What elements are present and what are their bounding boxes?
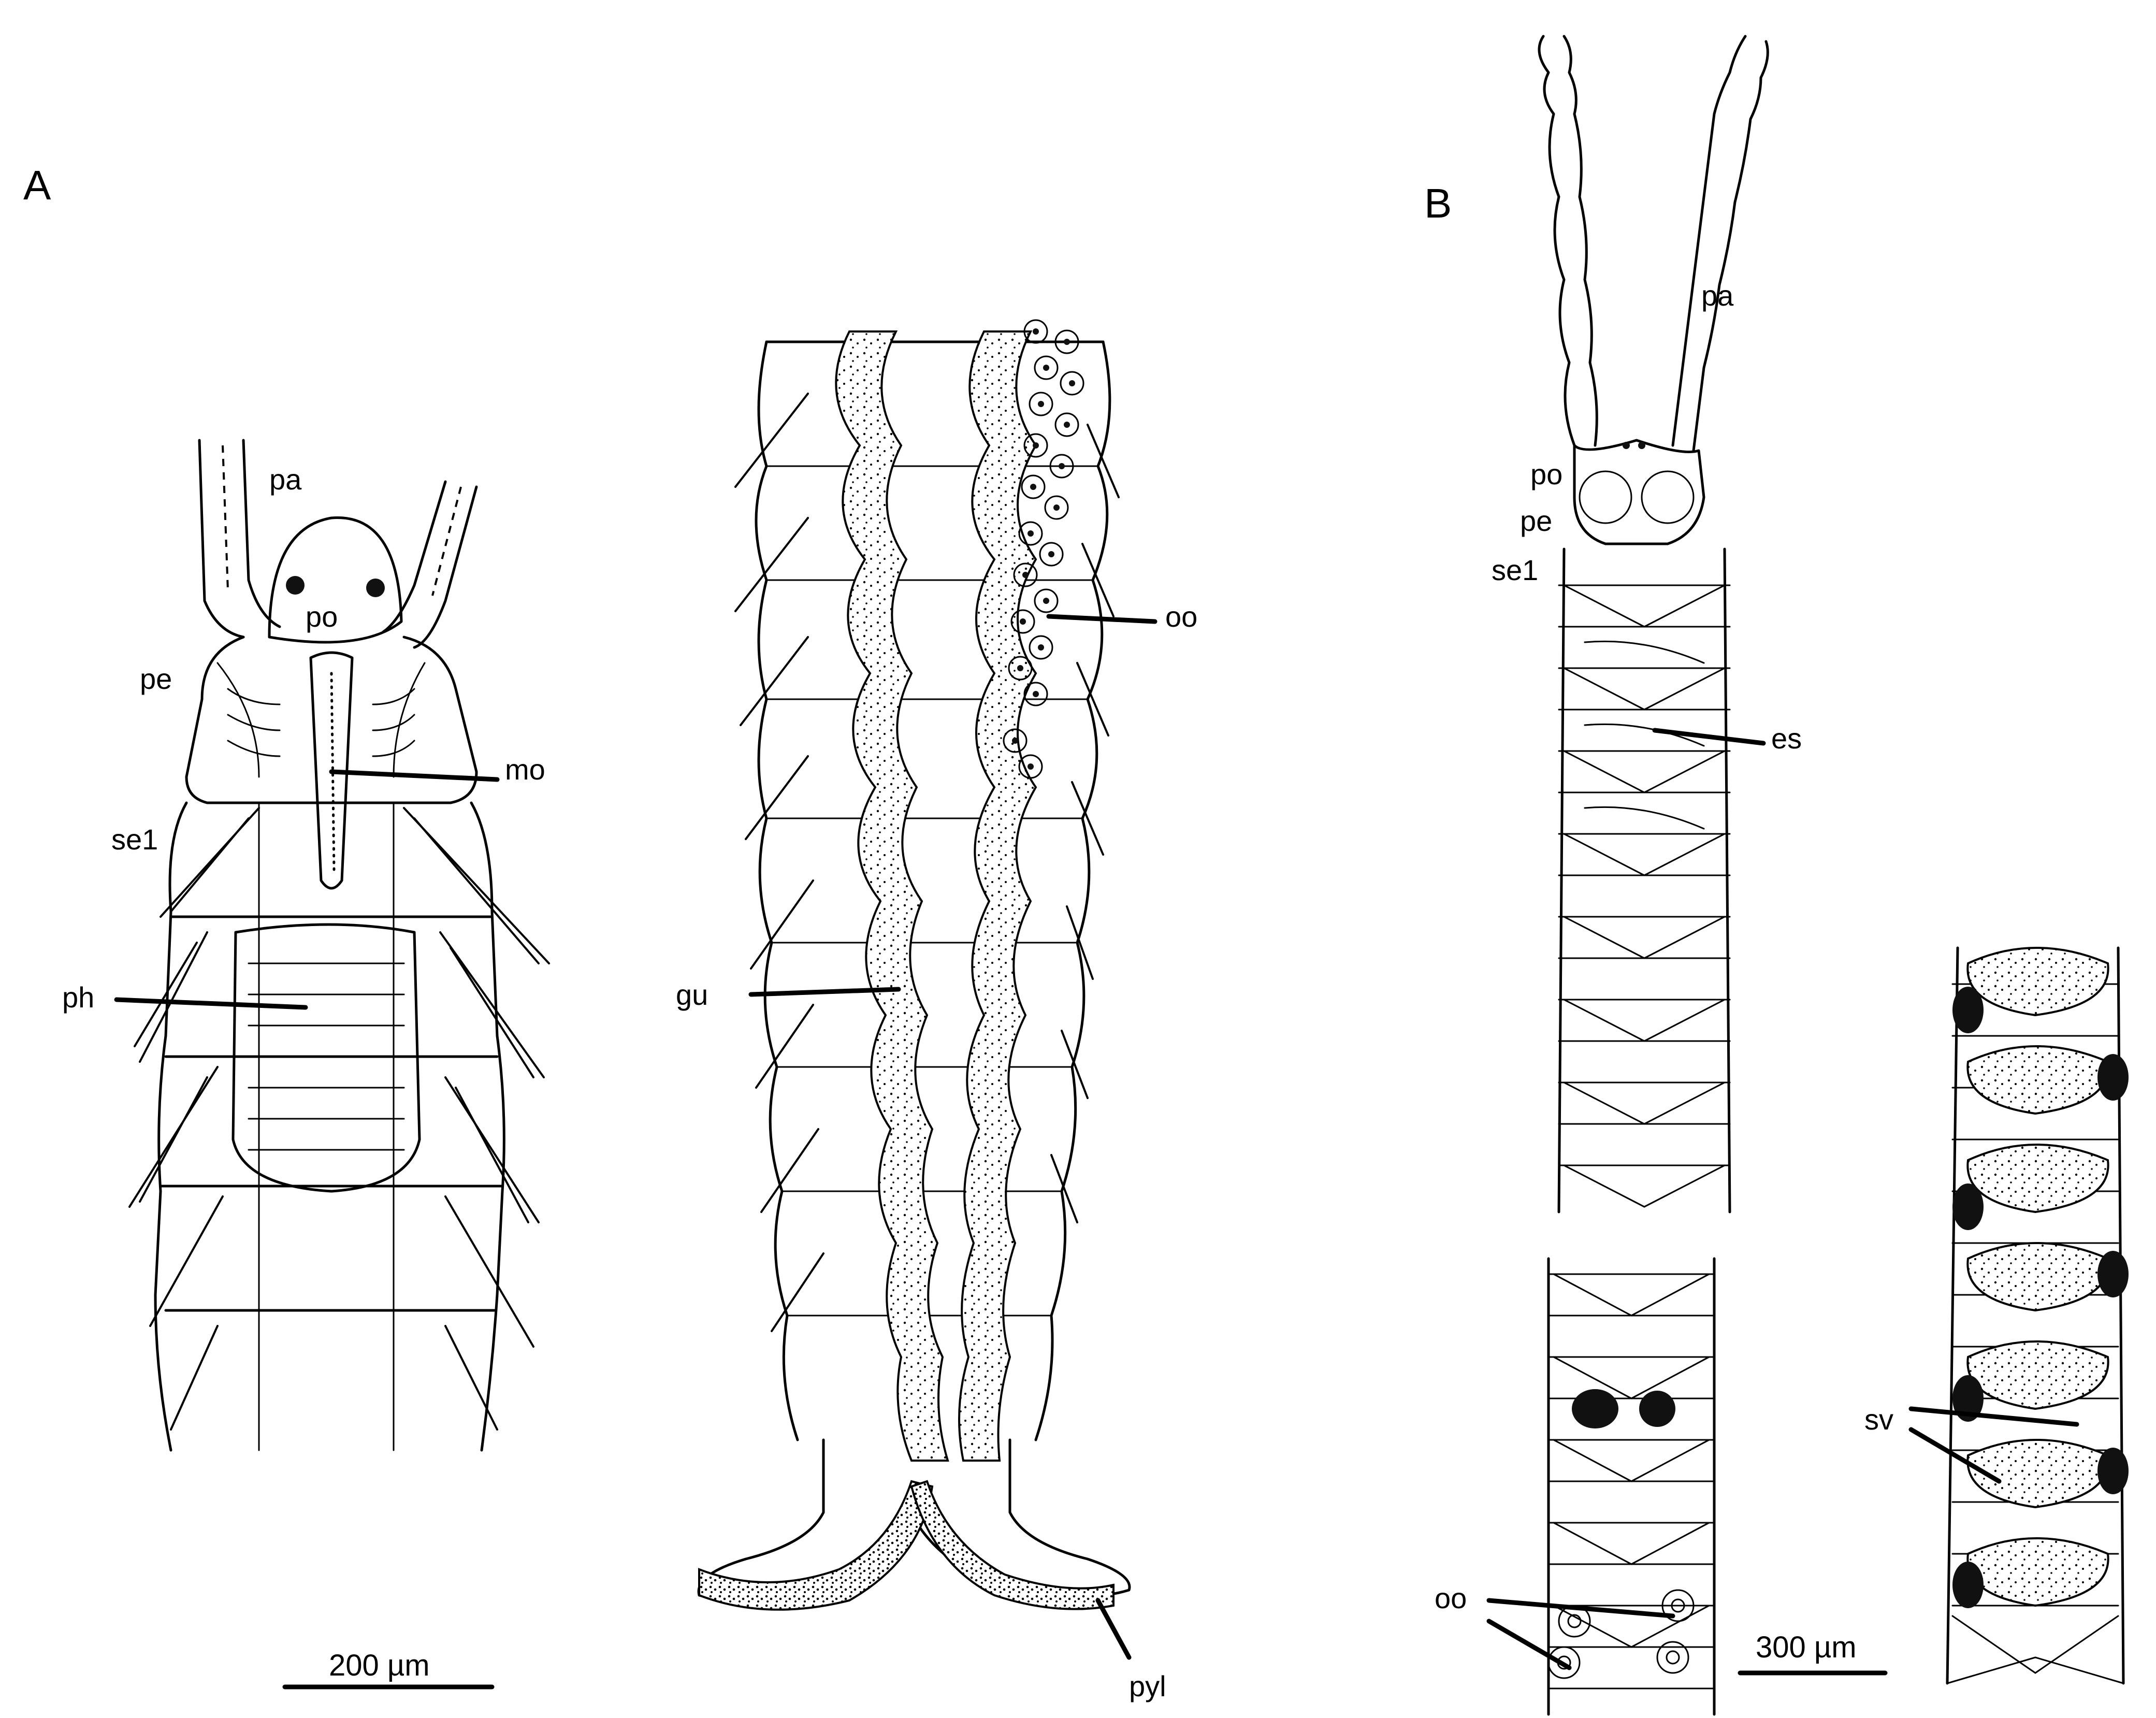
- scale-label-b: 300 µm: [1756, 1630, 1857, 1664]
- label-b-oo: oo: [1435, 1582, 1467, 1614]
- leader-b-oo-2: [1486, 1619, 1572, 1670]
- leader-a-oo: [1046, 614, 1157, 624]
- label-b-se1: se1: [1492, 554, 1538, 586]
- label-a-oo: oo: [1165, 600, 1197, 633]
- panel-b-letter: B: [1424, 180, 1452, 226]
- label-b-pe: pe: [1520, 504, 1552, 537]
- panel-a-letter: A: [23, 162, 51, 208]
- leader-a-gu: [748, 987, 901, 997]
- leader-b-oo-1: [1486, 1598, 1675, 1619]
- label-a-pa: pa: [269, 463, 302, 496]
- label-a-se1: se1: [111, 823, 158, 856]
- label-a-pe: pe: [140, 662, 172, 695]
- panel-b-seminal-vesicle-drawing: [1946, 946, 2129, 1685]
- label-a-ph: ph: [62, 981, 94, 1014]
- label-b-sv: sv: [1864, 1403, 1893, 1436]
- scale-label-a: 200 µm: [329, 1649, 430, 1682]
- body-segments-posterior: [1547, 1273, 1715, 1690]
- panel-b-whole-worm-drawing: [1538, 35, 1769, 1716]
- oocyte-cluster: [1003, 319, 1084, 779]
- label-b-po: po: [1530, 458, 1562, 490]
- body-segments-anterior: [1558, 584, 1731, 1208]
- leader-a-pyl: [1095, 1598, 1132, 1660]
- leader-b-es: [1652, 728, 1766, 746]
- label-b-es: es: [1771, 722, 1802, 755]
- label-a-pyl: pyl: [1129, 1670, 1166, 1702]
- label-a-po: po: [306, 600, 338, 633]
- leader-b-sv-1: [1908, 1406, 2079, 1427]
- panel-a-anterior-drawing: [128, 439, 550, 1452]
- label-a-mo: mo: [505, 753, 545, 786]
- leader-a-ph: [114, 997, 308, 1010]
- leader-a-mo: [329, 769, 500, 782]
- panel-a-posterior-drawing: [697, 319, 1131, 1611]
- label-a-gu: gu: [676, 978, 708, 1011]
- leader-b-sv-2: [1908, 1427, 2002, 1484]
- label-b-pa: pa: [1701, 279, 1734, 312]
